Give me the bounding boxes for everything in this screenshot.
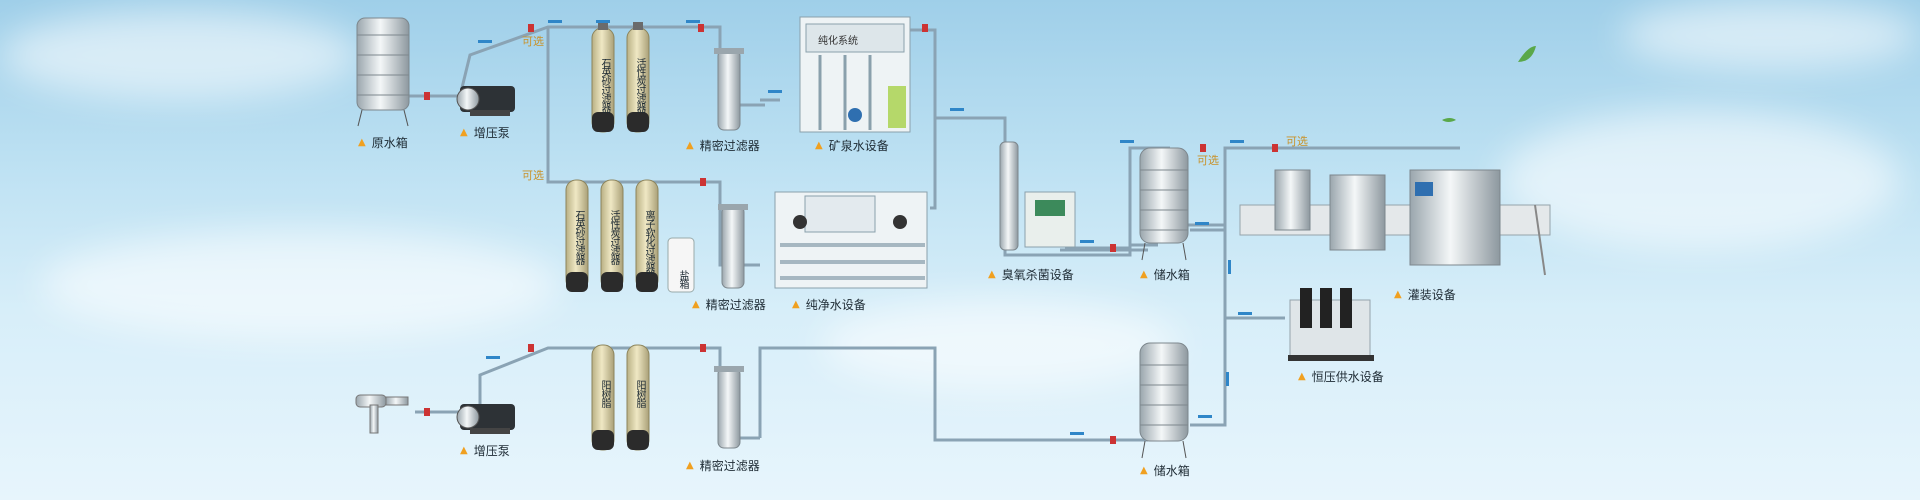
vessel-softener-mid bbox=[635, 179, 659, 292]
label-filling: ▲灌装设备 bbox=[1394, 288, 1456, 302]
label-text: 精密过滤器 bbox=[699, 139, 760, 153]
label-raw-tank: ▲原水箱 bbox=[358, 136, 408, 150]
pure-water-equipment bbox=[774, 191, 928, 289]
label-text: 灌装设备 bbox=[1407, 288, 1456, 302]
precision-filter-bottom bbox=[714, 366, 744, 449]
cloud bbox=[1620, 0, 1920, 70]
label-text: 精密过滤器 bbox=[699, 459, 760, 473]
optional-label-top: 可选 bbox=[522, 35, 544, 48]
label-pure-water: ▲纯净水设备 bbox=[792, 298, 866, 312]
leaf-icon bbox=[1442, 118, 1456, 122]
cloud bbox=[0, 10, 360, 100]
salt-tank bbox=[667, 237, 695, 293]
constant-pressure-unit bbox=[1288, 288, 1374, 361]
cloud bbox=[820, 300, 1180, 390]
label-pump-top: ▲增压泵 bbox=[460, 126, 510, 140]
raw-water-tank bbox=[356, 17, 410, 127]
label-precision-filter-top: ▲精密过滤器 bbox=[686, 139, 760, 153]
label-precision-filter-bottom: ▲精密过滤器 bbox=[686, 459, 760, 473]
vessel-quartz-top bbox=[591, 22, 615, 133]
vessel-label-softener: 离子软化过滤器 bbox=[643, 210, 654, 273]
pipe-network bbox=[405, 25, 1460, 442]
mineral-water-equipment bbox=[799, 16, 911, 133]
faucet bbox=[355, 394, 409, 434]
vessel-label-carbon-top: 活性炭过滤器 bbox=[634, 58, 645, 112]
vessel-label-resin-1: 阳树脂 bbox=[599, 380, 610, 407]
ozone-sterilizer bbox=[999, 141, 1076, 251]
label-text: 原水箱 bbox=[371, 136, 408, 150]
vessel-label-quartz-mid: 石英砂过滤器 bbox=[573, 210, 584, 264]
label-text: 精密过滤器 bbox=[705, 298, 766, 312]
label-pump-bottom: ▲增压泵 bbox=[460, 444, 510, 458]
label-text: 纯净水设备 bbox=[805, 298, 866, 312]
valves bbox=[424, 24, 1278, 444]
label-text: 增压泵 bbox=[473, 444, 510, 458]
vessel-carbon-mid bbox=[600, 179, 624, 292]
label-ozone: ▲臭氧杀菌设备 bbox=[988, 268, 1074, 282]
vessel-carbon-top bbox=[626, 22, 650, 133]
label-const-pressure: ▲恒压供水设备 bbox=[1298, 370, 1384, 384]
vessel-resin-2 bbox=[626, 344, 650, 451]
booster-pump-bottom bbox=[456, 404, 515, 434]
vessel-label-quartz-top: 石英砂过滤器 bbox=[599, 58, 610, 112]
flow-arrows bbox=[478, 20, 1252, 435]
label-text: 矿泉水设备 bbox=[828, 139, 889, 153]
precision-filter-top bbox=[714, 48, 744, 131]
vessel-resin-1 bbox=[591, 344, 615, 451]
storage-tank-bottom bbox=[1139, 342, 1189, 459]
storage-tank-top bbox=[1139, 147, 1189, 261]
optional-label-filling: 可选 bbox=[1286, 135, 1308, 148]
label-precision-filter-mid: ▲精密过滤器 bbox=[692, 298, 766, 312]
label-text: 增压泵 bbox=[473, 126, 510, 140]
panel-text: 纯化系统 bbox=[818, 36, 858, 47]
leaf-icon bbox=[1518, 46, 1536, 62]
booster-pump-top bbox=[456, 86, 515, 116]
optional-label-mid: 可选 bbox=[522, 169, 544, 182]
label-text: 臭氧杀菌设备 bbox=[1001, 268, 1074, 282]
label-text: 储水箱 bbox=[1153, 464, 1190, 478]
label-text: 恒压供水设备 bbox=[1311, 370, 1384, 384]
label-storage-bottom: ▲储水箱 bbox=[1140, 464, 1190, 478]
filling-machine bbox=[1239, 169, 1551, 276]
label-mineral-water: ▲矿泉水设备 bbox=[815, 139, 889, 153]
precision-filter-mid bbox=[718, 204, 748, 289]
cloud bbox=[1500, 110, 1900, 250]
label-text: 储水箱 bbox=[1153, 268, 1190, 282]
optional-label-storage: 可选 bbox=[1197, 154, 1219, 167]
cloud bbox=[40, 230, 560, 340]
vessel-label-resin-2: 阳树脂 bbox=[634, 380, 645, 407]
vessel-quartz-mid bbox=[565, 179, 589, 292]
label-storage-top: ▲储水箱 bbox=[1140, 268, 1190, 282]
vessel-label-carbon-mid: 活性炭过滤器 bbox=[608, 210, 619, 264]
vessel-label-salt: 盐箱 bbox=[677, 270, 688, 288]
